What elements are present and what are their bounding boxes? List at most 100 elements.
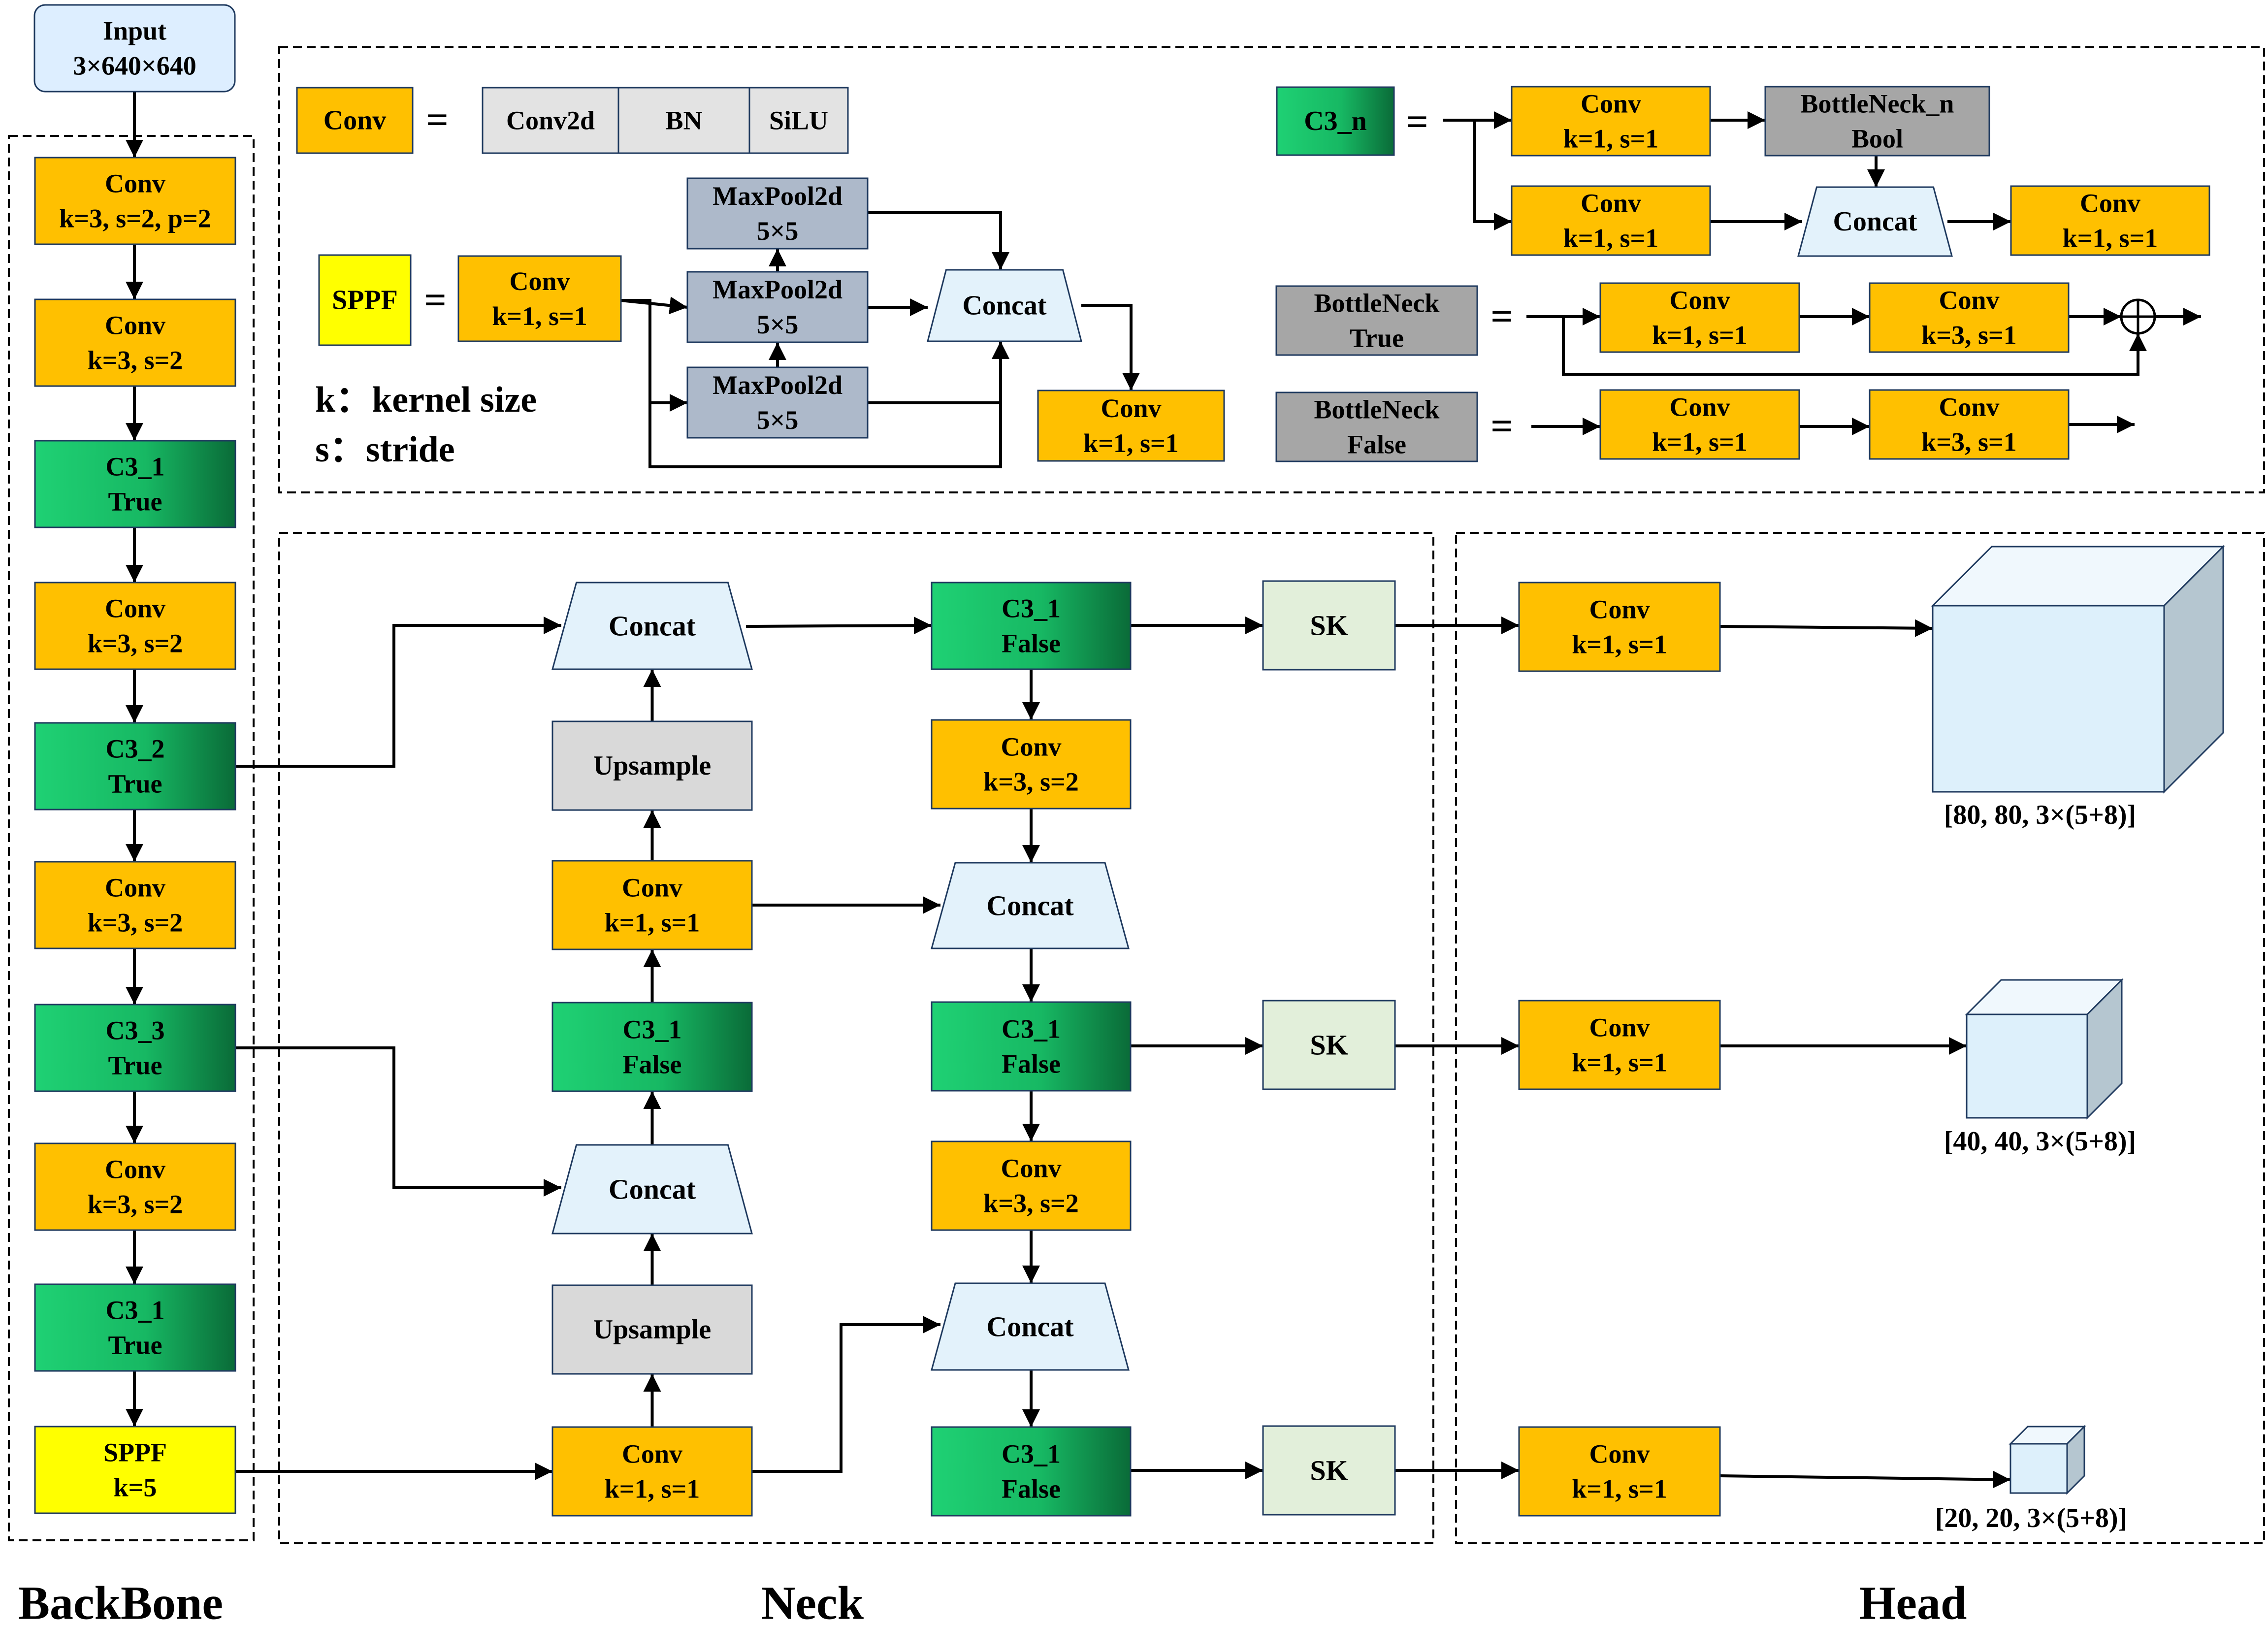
legend-conv-part-2-label: BN bbox=[665, 106, 702, 135]
neck-sk-2-label: SK bbox=[1310, 1029, 1348, 1061]
neck-sk-3: SK bbox=[1262, 1425, 1396, 1516]
legend-conv-part-2: BN bbox=[617, 87, 750, 154]
arrow-sppf-skip-to-concat bbox=[648, 341, 1009, 468]
neck-sk-2-shape bbox=[1262, 1000, 1396, 1090]
legend-c3n-bottleneck-shape bbox=[1764, 86, 1990, 157]
legend-c3n-conv-bottom-line-2: k=1, s=1 bbox=[1563, 224, 1659, 253]
arrow-c3n-branch bbox=[1473, 120, 1512, 230]
input-block-line-2: 3×640×640 bbox=[73, 51, 196, 81]
arrow-head-to-cube-20 bbox=[1719, 1470, 2011, 1489]
neck-conv2-mid-line-1: Conv bbox=[1001, 1153, 1061, 1183]
neck-upsample-top-label: Upsample bbox=[593, 750, 712, 781]
legend-sppf-pool-2-line-1: MaxPool2d bbox=[713, 275, 842, 304]
output-cube-80 bbox=[1931, 545, 2225, 794]
neck-conv2-mid-line-2: k=3, s=2 bbox=[983, 1189, 1079, 1218]
legend-c3n-conv-bottom-line-1: Conv bbox=[1581, 188, 1641, 218]
arrow-backbone-c3-2-to-concat bbox=[235, 617, 561, 768]
legend-bn-false-conv2-line-2: k=3, s=1 bbox=[1921, 427, 2017, 457]
arrow-sppf-pool1-to-concat bbox=[868, 211, 1009, 270]
arrow-sppf-pool3-to-concat bbox=[868, 341, 1009, 404]
legend-bn-false-conv2-shape bbox=[1869, 389, 2070, 460]
section-title-backbone: BackBone bbox=[18, 1577, 223, 1624]
neck-sk-2: SK bbox=[1262, 1000, 1396, 1090]
legend-bn-false-conv1-shape bbox=[1599, 389, 1800, 460]
connections bbox=[126, 92, 2201, 1489]
neck-conv2-top-line-1: Conv bbox=[1001, 732, 1061, 761]
legend-c3n-conv-bottom-shape bbox=[1511, 185, 1711, 256]
legend-c3n-conv-top: Conv k=1, s=1 bbox=[1511, 86, 1711, 157]
legend-c3n-conv-top-line-1: Conv bbox=[1581, 89, 1641, 118]
head-conv-1-shape bbox=[1518, 582, 1721, 672]
backbone-layer-10-line-2: k=5 bbox=[114, 1473, 157, 1502]
head-conv-3-line-2: k=1, s=1 bbox=[1572, 1474, 1667, 1504]
legend-sppf-pool-1-shape bbox=[686, 177, 869, 250]
legend-c3n-label-shape bbox=[1276, 86, 1395, 156]
arrow-head-to-cube-80 bbox=[1719, 619, 1933, 637]
head-conv-2: Conv k=1, s=1 bbox=[1518, 1000, 1721, 1090]
arrow-sppf-conv-to-pool3 bbox=[621, 299, 687, 412]
legend-conv-label: Conv bbox=[296, 87, 414, 154]
backbone-layer-4-line-1: Conv bbox=[105, 593, 165, 623]
output-cube-40-front bbox=[1966, 1013, 2088, 1119]
legend-sppf-pool-3-line-2: 5×5 bbox=[757, 405, 799, 435]
backbone-layer-10-line-1: SPPF bbox=[103, 1437, 167, 1467]
backbone-layer-9-shape bbox=[34, 1283, 236, 1372]
legend-c3n-conv-out-line-2: k=1, s=1 bbox=[2063, 224, 2158, 253]
neck-concat2-mid-shape bbox=[931, 862, 1130, 949]
backbone-layer-10: SPPF k=5 bbox=[34, 1426, 236, 1514]
neck-c3-2-bottom-line-2: False bbox=[1002, 1474, 1061, 1504]
legend-bn-false-conv1-line-1: Conv bbox=[1669, 392, 1730, 422]
neck-c3-mid-shape bbox=[551, 1002, 753, 1092]
legend-bn-false-label-line-2: False bbox=[1347, 430, 1406, 459]
legend-c3n-bottleneck-line-1: BottleNeck_n bbox=[1801, 89, 1954, 118]
legend-bn-true-conv2-line-1: Conv bbox=[1939, 285, 1999, 315]
neck-c3-mid-line-1: C3_1 bbox=[623, 1014, 682, 1044]
legend-c3n-conv-top-line-2: k=1, s=1 bbox=[1563, 124, 1659, 154]
neck-c3-2-bottom-line-1: C3_1 bbox=[1002, 1439, 1061, 1468]
backbone-region bbox=[8, 135, 255, 1541]
head-conv-2-line-1: Conv bbox=[1589, 1012, 1650, 1042]
backbone-layer-9-line-1: C3_1 bbox=[106, 1295, 165, 1325]
backbone-layer-5-shape bbox=[34, 722, 236, 811]
neck-concat2-bottom-label: Concat bbox=[986, 1311, 1074, 1343]
neck-sk-3-shape bbox=[1262, 1425, 1396, 1516]
region-borders bbox=[8, 46, 2265, 1544]
legend-note-stride: s：stride bbox=[315, 429, 455, 470]
backbone-layer-5-line-1: C3_2 bbox=[106, 734, 165, 763]
input-block-shape bbox=[33, 4, 236, 93]
arrow-sppf-concat-to-out bbox=[1081, 304, 1140, 390]
legend-bn-false-label-line-1: BottleNeck bbox=[1314, 394, 1440, 424]
legend-sppf-concat-shape bbox=[927, 269, 1082, 342]
neck-conv2-mid-shape bbox=[931, 1140, 1132, 1231]
legend-conv-part-1-shape bbox=[482, 87, 619, 154]
legend-c3n-bottleneck-line-2: Bool bbox=[1851, 124, 1903, 154]
legend-sppf-concat-label: Concat bbox=[962, 291, 1046, 321]
legend-sppf-label-label: SPPF bbox=[332, 285, 398, 316]
neck-conv2-top-line-2: k=3, s=2 bbox=[983, 767, 1079, 797]
neck-c3-mid-line-2: False bbox=[623, 1050, 682, 1079]
neck-c3-top-shape bbox=[931, 582, 1132, 670]
backbone-layer-4-shape bbox=[34, 582, 236, 670]
backbone-layer-2-line-1: Conv bbox=[105, 310, 165, 340]
head-conv-2-line-2: k=1, s=1 bbox=[1572, 1048, 1667, 1077]
backbone-layer-9-line-2: True bbox=[108, 1331, 162, 1360]
neck-upsample-bottom-label: Upsample bbox=[593, 1314, 712, 1345]
neck-conv2-top-shape bbox=[931, 719, 1132, 810]
